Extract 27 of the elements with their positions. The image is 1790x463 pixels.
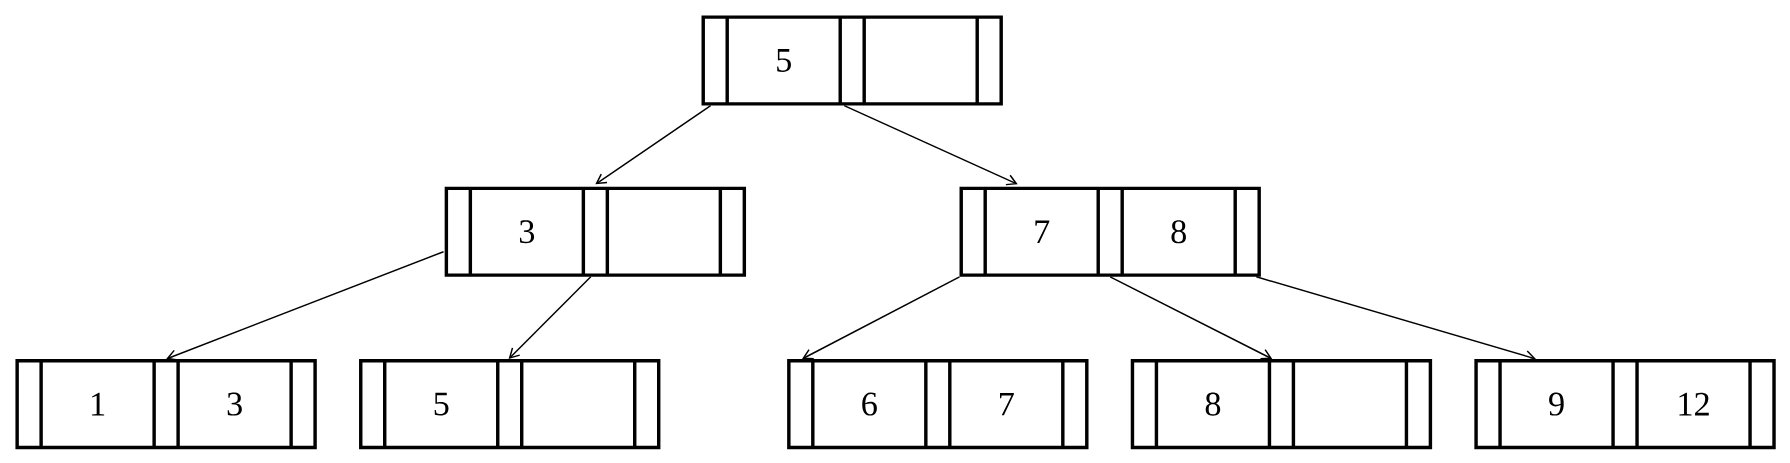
tree-node [1474,358,1776,449]
key-text: 5 [777,48,791,72]
key-text: 7 [1035,220,1050,243]
key-text: 1 [92,392,105,416]
arrow [508,275,592,359]
key-text: 3 [227,392,242,416]
tree-node [444,186,747,277]
arrow [802,275,961,360]
tree-node [701,15,1003,106]
tree-node [787,358,1089,449]
arrow [1255,275,1536,362]
key-text: 12 [1679,392,1709,416]
arrow [166,250,445,361]
tree-node [15,358,317,449]
key-text: 8 [1205,392,1221,416]
arrow [1109,275,1273,360]
tree-node [359,358,661,449]
tree-node [1130,358,1433,449]
tree-node [959,186,1261,277]
key-text: 8 [1171,219,1186,244]
arrow [843,104,1018,186]
key-text: 6 [862,392,877,416]
key-text: 9 [1549,392,1564,416]
key-text: 7 [1000,392,1014,416]
key-text: 3 [519,220,535,243]
arrow [595,104,712,185]
key-text: 5 [434,392,449,416]
